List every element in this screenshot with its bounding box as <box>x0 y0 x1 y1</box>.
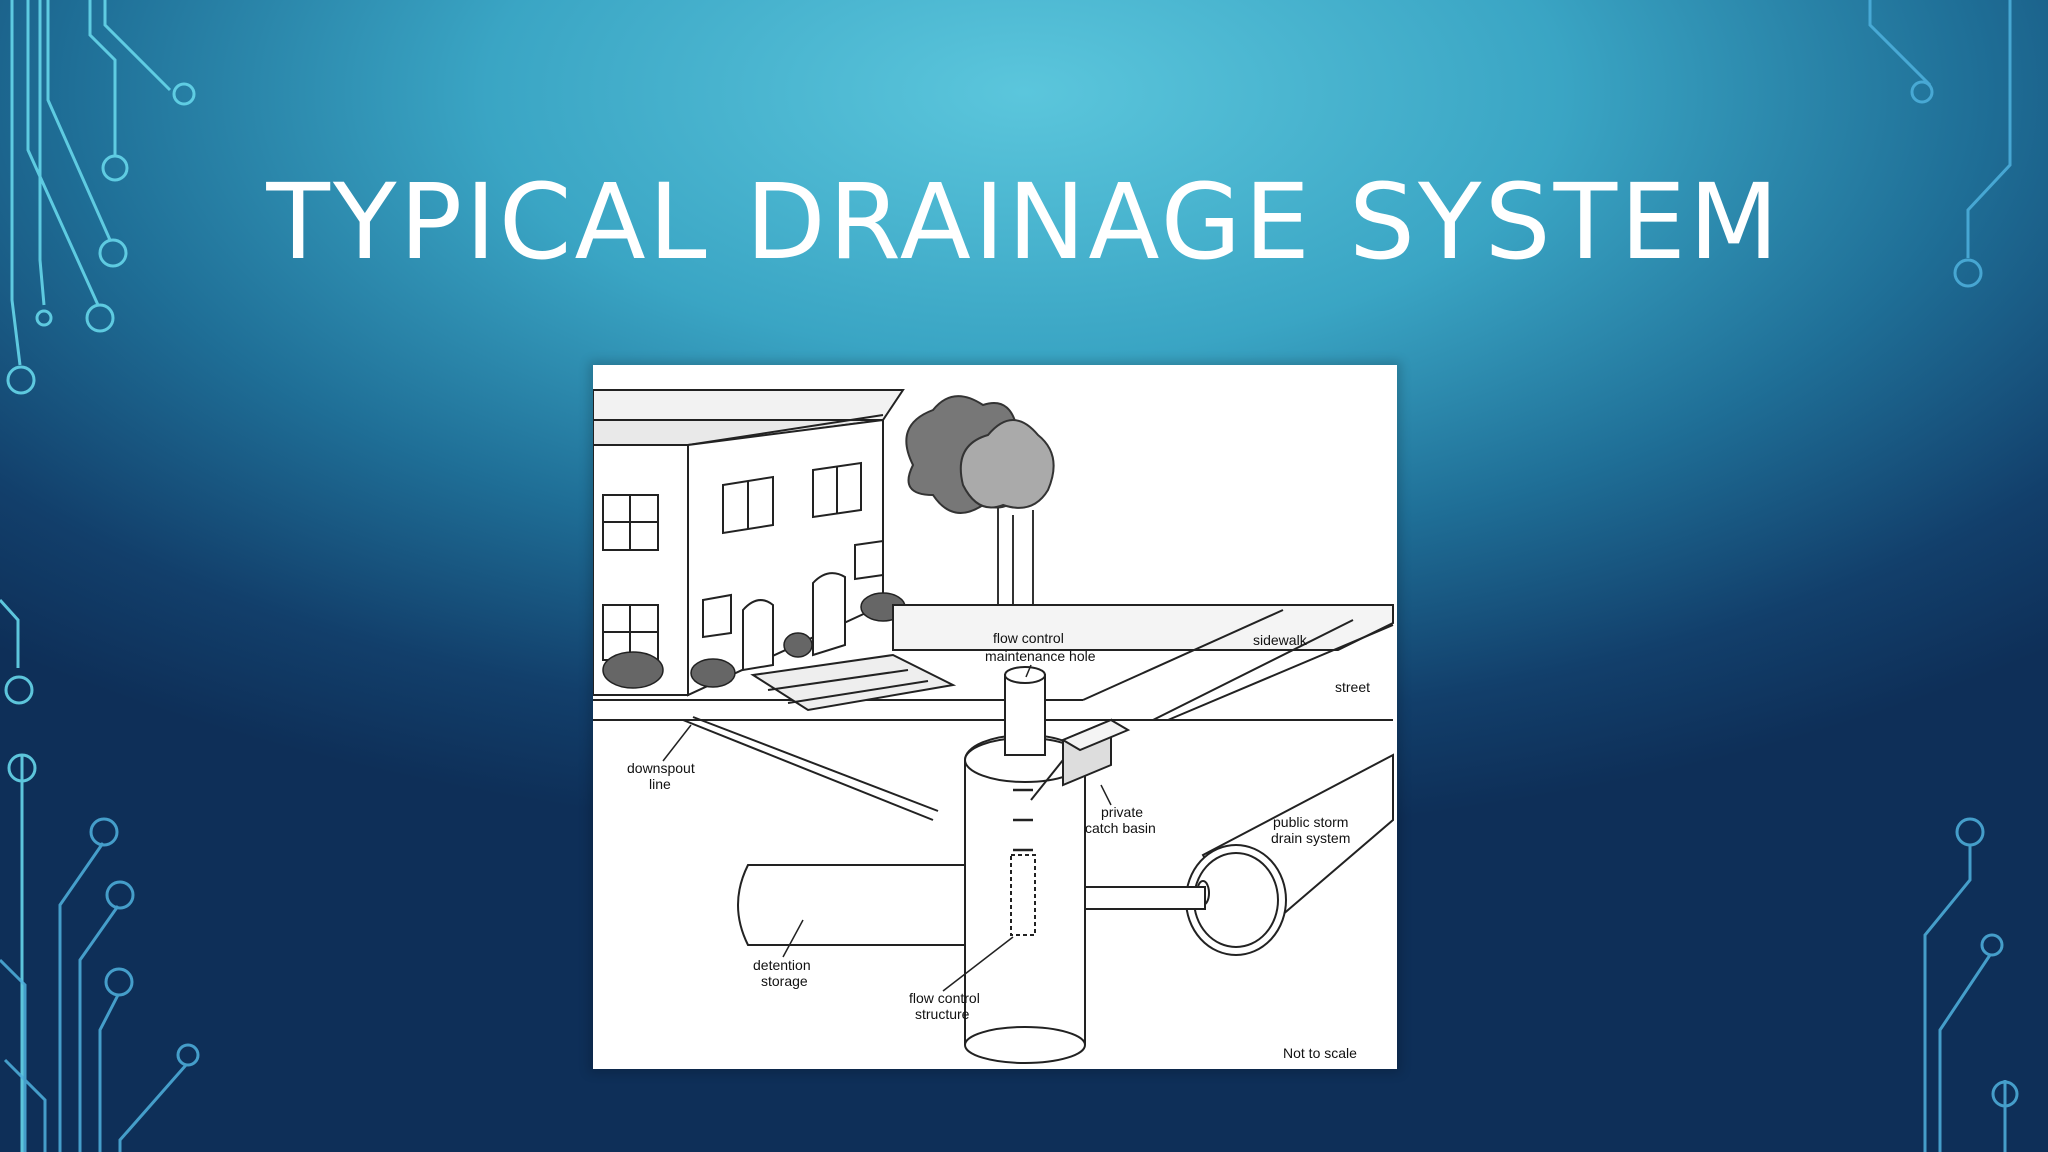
public-storm-drain <box>1084 753 1394 956</box>
label-flow-structure-2: structure <box>915 1006 970 1022</box>
trees <box>905 395 1055 625</box>
detention-storage <box>737 864 966 946</box>
ground <box>593 604 1394 721</box>
label-flow-structure-1: flow control <box>909 990 980 1006</box>
drainage-diagram: flow control maintenance hole sidewalk s… <box>593 365 1397 1069</box>
catch-basin <box>1030 718 1131 801</box>
label-public-storm-2: drain system <box>1271 830 1350 846</box>
drainage-illustration: flow control maintenance hole sidewalk s… <box>593 389 1394 1064</box>
downspout-line <box>682 716 939 821</box>
label-catch-basin-2: catch basin <box>1085 820 1156 836</box>
label-sidewalk: sidewalk <box>1253 632 1308 648</box>
label-detention-2: storage <box>761 973 808 989</box>
label-flow-control-mh-2: maintenance hole <box>985 648 1096 664</box>
label-catch-basin-1: private <box>1101 804 1143 820</box>
slide-title: TYPICAL DRAINAGE SYSTEM <box>266 161 1782 283</box>
label-downspout-1: downspout <box>627 760 695 776</box>
label-detention-1: detention <box>753 957 811 973</box>
label-not-to-scale: Not to scale <box>1283 1045 1357 1061</box>
label-street: street <box>1335 679 1370 695</box>
shrubs <box>602 592 906 689</box>
label-flow-control-mh-1: flow control <box>993 630 1064 646</box>
flow-control-structure <box>963 666 1087 1064</box>
label-downspout-2: line <box>649 776 671 792</box>
label-public-storm-1: public storm <box>1273 814 1348 830</box>
building <box>593 389 905 697</box>
